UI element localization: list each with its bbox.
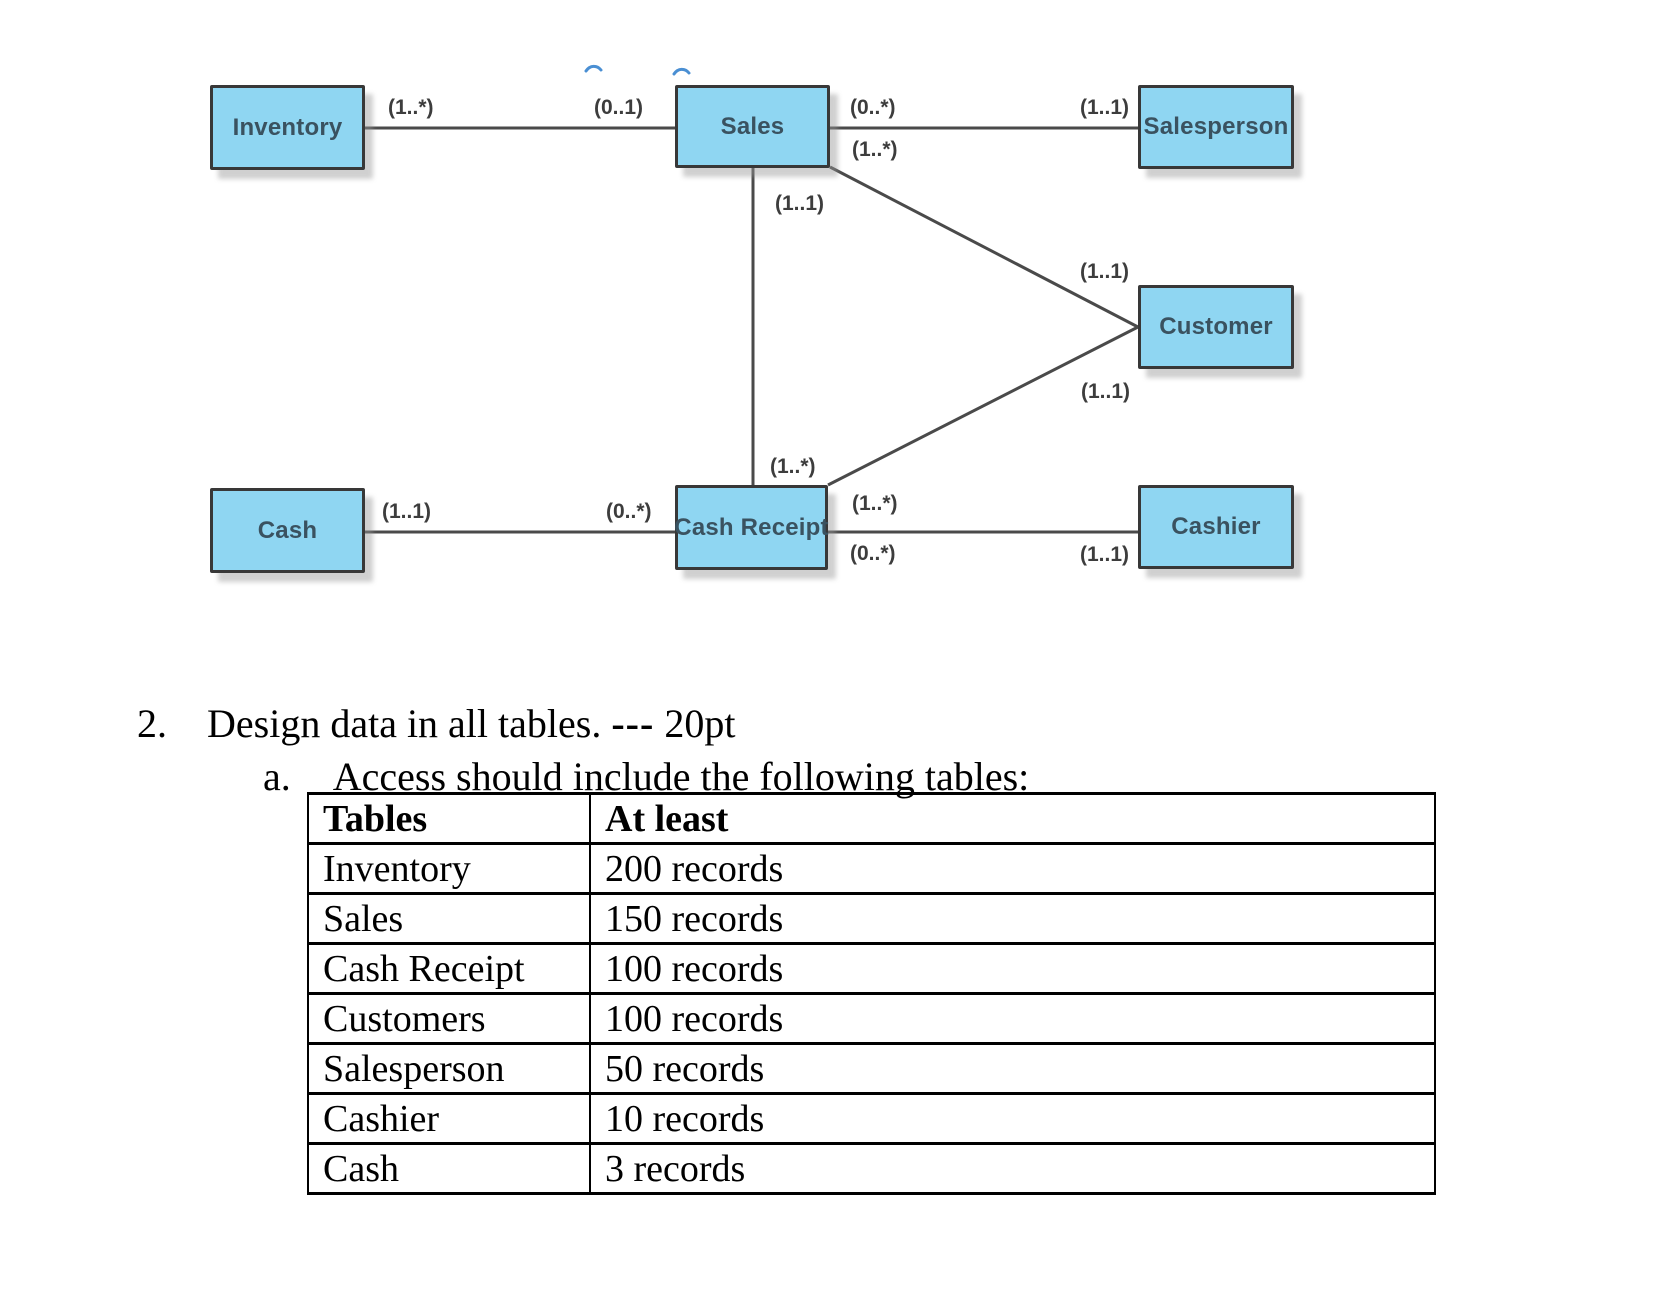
cardinality-customer-upper-side: (1..1) [1080, 260, 1130, 283]
column-header: At least [589, 792, 1436, 845]
table-cell: Inventory [307, 842, 591, 895]
cardinality-customer-lower-side: (1..1) [1081, 380, 1131, 403]
entity-cash: Cash [210, 488, 365, 573]
question-text: Design data in all tables. [207, 701, 612, 746]
cardinality-salesperson-side: (1..1) [1080, 96, 1130, 119]
entity-salesperson: Salesperson [1138, 85, 1294, 169]
cardinality-cashreceipt-to-cashier: (0..*) [850, 542, 896, 565]
table-cell: 3 records [589, 1142, 1436, 1195]
cardinality-cashier-side: (1..1) [1080, 543, 1130, 566]
cardinality-inventory-side: (1..*) [388, 96, 434, 119]
table-cell: Salesperson [307, 1042, 591, 1095]
table-cell: 150 records [589, 892, 1436, 945]
sub-item-text: Access should include the following tabl… [332, 754, 1030, 799]
entity-cashier: Cashier [1138, 485, 1294, 569]
blue-mark-1 [584, 64, 603, 73]
table-cell: 10 records [589, 1092, 1436, 1145]
cardinality-sales-to-customer-side: (1..*) [852, 138, 898, 161]
table-cell: Cash [307, 1142, 591, 1195]
column-header: Tables [307, 792, 591, 845]
relationship-line-customer-cashreceipt [827, 325, 1139, 487]
cardinality-cashreceipt-to-customer: (1..*) [852, 492, 898, 515]
table-cell: Cashier [307, 1092, 591, 1145]
question-points: 20pt [654, 701, 736, 746]
table-cell: Customers [307, 992, 591, 1045]
cardinality-cashreceipt-top-side: (1..*) [770, 455, 816, 478]
relationship-line-sales-customer [829, 165, 1139, 329]
table-cell: 100 records [589, 992, 1436, 1045]
question-number: 2. [137, 701, 167, 746]
entity-cash-receipt: Cash Receipt [674, 485, 829, 570]
sub-item-letter: a. [263, 754, 291, 799]
entity-inventory: Inventory [210, 85, 365, 170]
cardinality-sales-left-side: (0..1) [594, 96, 644, 119]
table-cell: 50 records [589, 1042, 1436, 1095]
entity-sales: Sales [675, 85, 830, 168]
table-cell: Sales [307, 892, 591, 945]
question-2-line: 2. Design data in all tables. --- 20pt [137, 700, 735, 747]
cardinality-cash-side: (1..1) [382, 500, 432, 523]
cardinality-sales-right-side: (0..*) [850, 96, 896, 119]
blue-mark-2 [672, 67, 691, 76]
cardinality-cashreceipt-left-side: (0..*) [606, 500, 652, 523]
table-cell: 200 records [589, 842, 1436, 895]
cardinality-sales-bottom-side: (1..1) [775, 192, 825, 215]
table-cell: 100 records [589, 942, 1436, 995]
question-2a-line: a. Access should include the following ta… [263, 753, 1029, 800]
entity-customer: Customer [1138, 285, 1294, 369]
table-cell: Cash Receipt [307, 942, 591, 995]
dash-separator: --- [611, 701, 655, 746]
